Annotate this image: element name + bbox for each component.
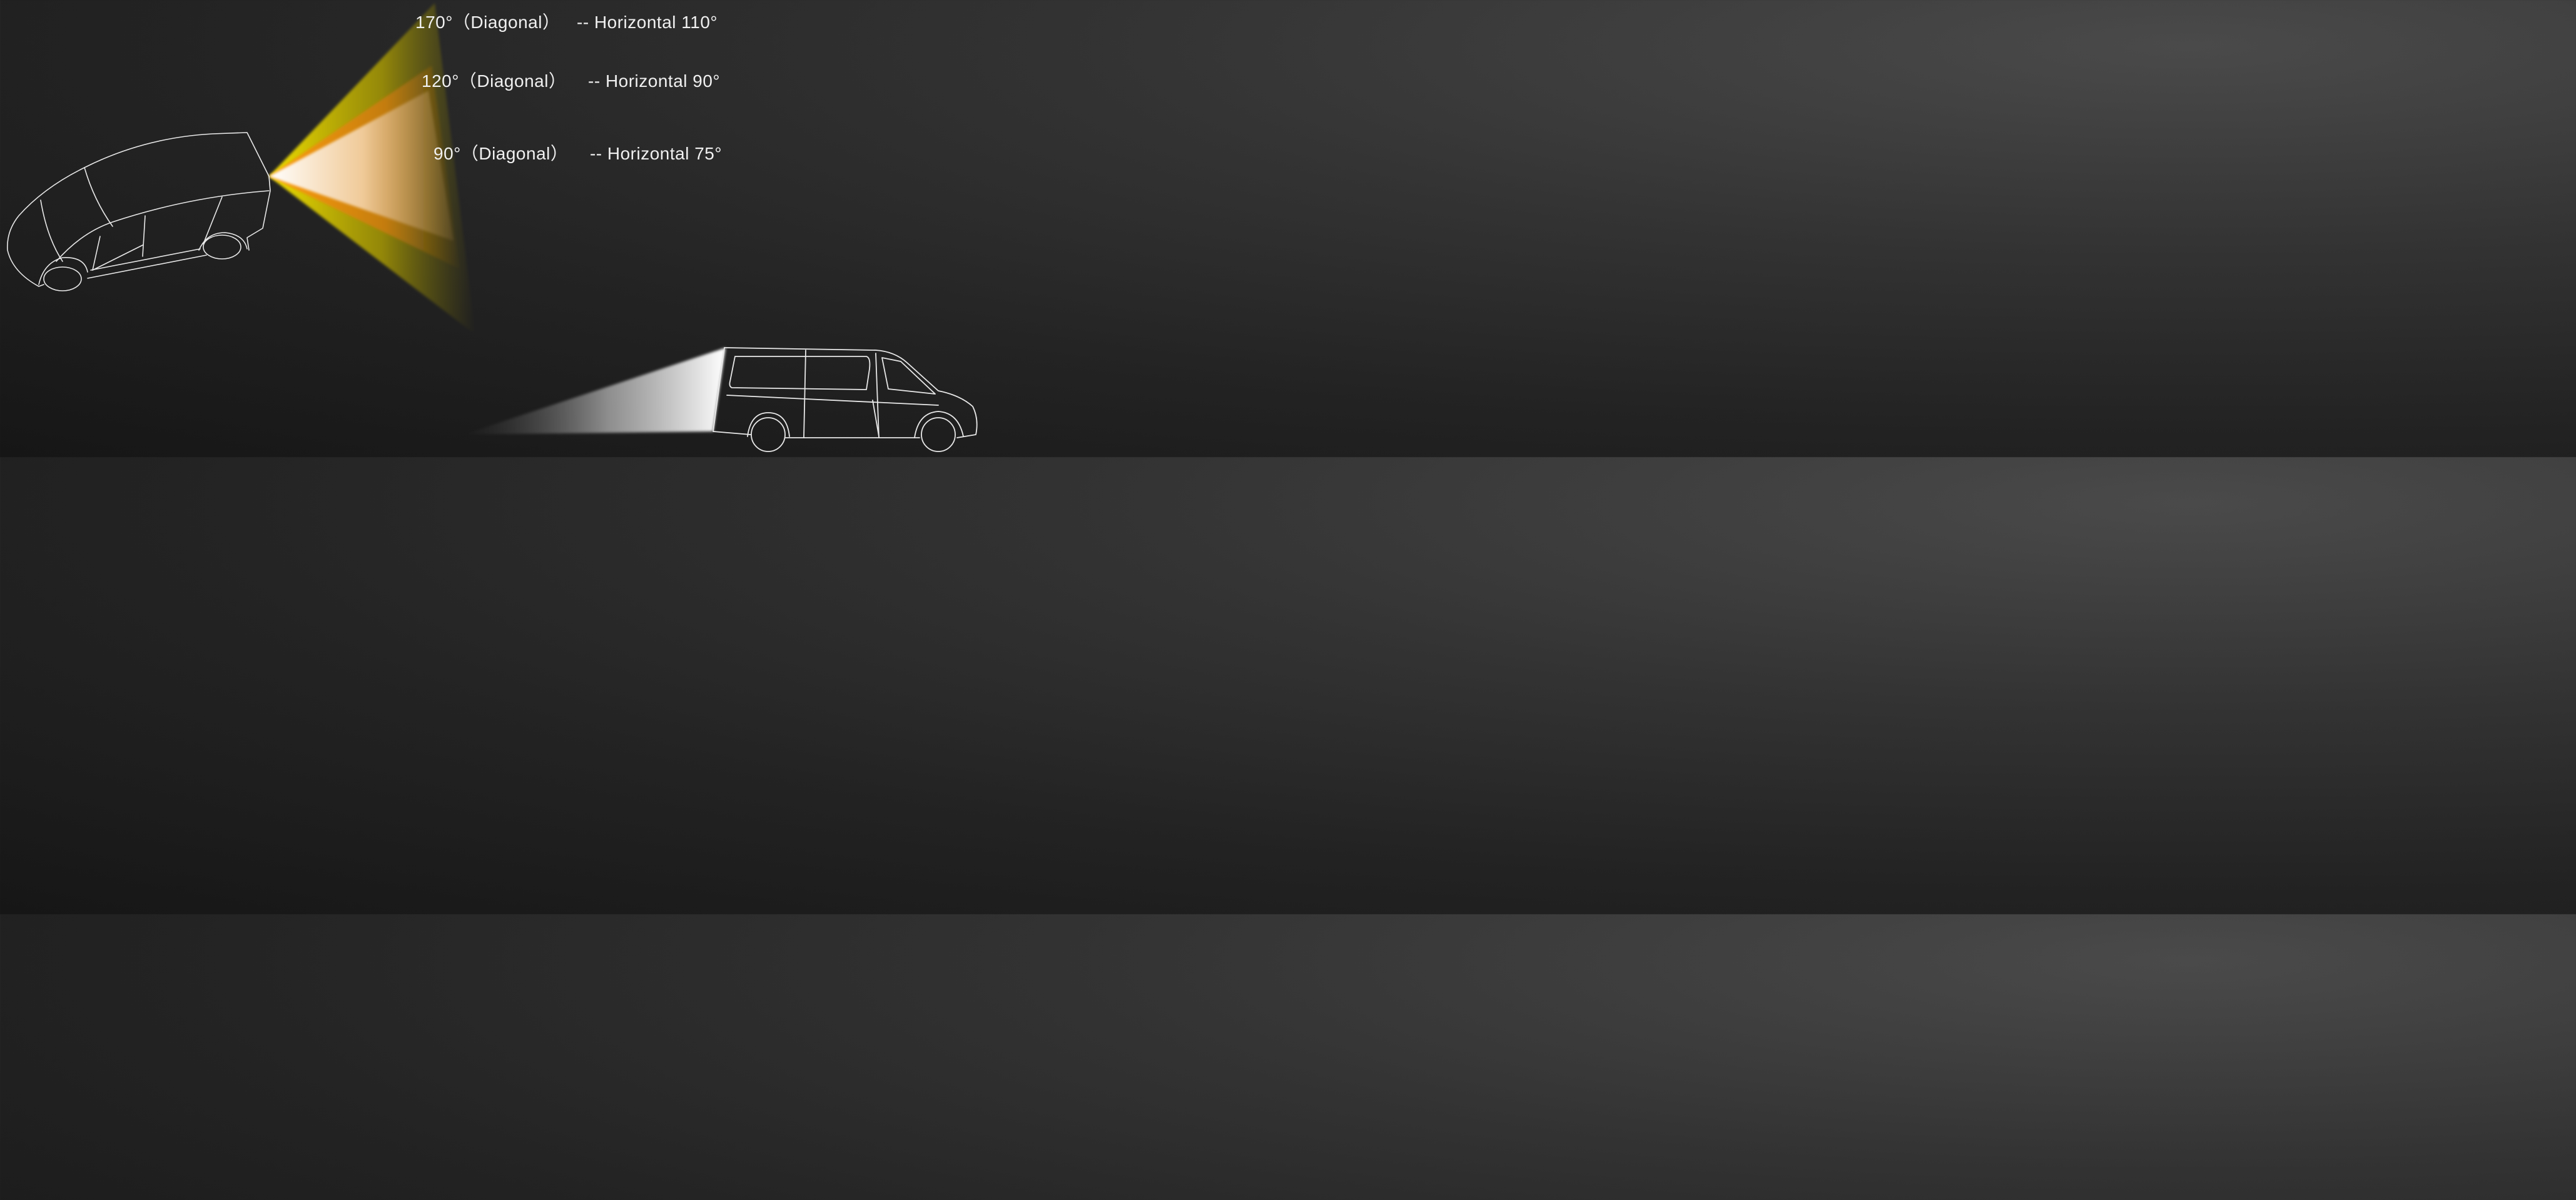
fov-horizontal-text: -- Horizontal 110° [577, 13, 718, 32]
minivan-outline [7, 132, 271, 291]
fov-diagonal-text: 90°（Diagonal） [434, 144, 569, 163]
fov-diagonal-text: 170°（Diagonal） [415, 13, 560, 32]
fov-label-90: 90°（Diagonal） -- Horizontal 75° [434, 140, 722, 165]
fov-label-170: 170°（Diagonal） -- Horizontal 110° [415, 9, 718, 34]
fov-diagonal-text: 120°（Diagonal） [422, 71, 567, 91]
fov-beam-90 [269, 91, 454, 241]
fov-horizontal-text: -- Horizontal 75° [589, 144, 723, 163]
van-outline [712, 347, 978, 452]
rear-camera-beam [463, 348, 726, 435]
fov-label-120: 120°（Diagonal） -- Horizontal 90° [422, 68, 720, 93]
fov-horizontal-text: -- Horizontal 90° [588, 71, 721, 91]
front-camera-beams [269, 3, 475, 335]
fov-diagram [7, 3, 978, 452]
